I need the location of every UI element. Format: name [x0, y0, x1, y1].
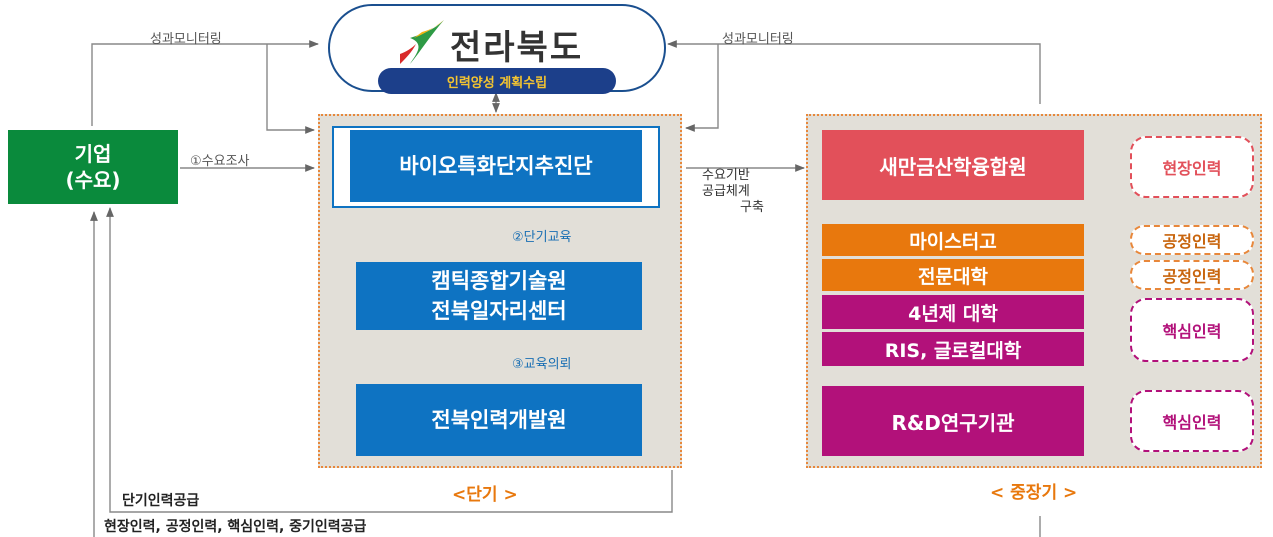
hrd-box: 전북인력개발원	[356, 384, 642, 456]
company-label: 기업	[74, 142, 112, 166]
monitoring-left-line	[91, 40, 319, 126]
long-supply-label: 현장인력, 공정인력, 핵심인력, 중기인력공급	[104, 519, 367, 535]
header-logo-oval: 전라북도 인력양성 계획수립	[328, 4, 666, 94]
ris-glocal-box: RIS, 글로컬대학	[822, 332, 1084, 366]
long-term-period-label: < 중장기 >	[990, 483, 1078, 503]
step2-label: ②단기교육	[512, 230, 572, 245]
saemangeum-box: 새만금산학융합원	[822, 130, 1084, 200]
camtic-label: 캠틱종합기술원	[431, 269, 567, 293]
header-to-short-line	[266, 44, 315, 134]
process-workforce-badge-2: 공정인력	[1130, 260, 1254, 290]
camtic-box: 캠틱종합기술원 전북일자리센터	[356, 262, 642, 330]
process-workforce-badge-1: 공정인력	[1130, 225, 1254, 255]
note-line-2: 공급체계	[702, 184, 750, 199]
meister-box: 마이스터고	[822, 224, 1084, 256]
step3-label: ③교육의뢰	[512, 357, 572, 372]
logo-text: 전라북도	[450, 28, 584, 68]
monitoring-right-label: 성과모니터링	[722, 32, 794, 47]
demand-supply-note: 수요기반 공급체계 구축	[700, 168, 792, 216]
short-term-period-label: <단기 >	[452, 485, 518, 505]
header-subtitle: 인력양성 계획수립	[378, 68, 616, 94]
bio-cluster-box: 바이오특화단지추진단	[350, 130, 642, 202]
college-box: 전문대학	[822, 259, 1084, 291]
company-demand-box: 기업 (수요)	[8, 130, 178, 204]
jeonbuk-logo-icon	[400, 20, 444, 64]
core-workforce-badge-2: 핵심인력	[1130, 390, 1254, 452]
company-demand-label: (수요)	[65, 168, 121, 192]
step1-label: ①수요조사	[190, 154, 250, 169]
rnd-box: R&D연구기관	[822, 386, 1084, 456]
note-line-1: 수요기반	[702, 168, 750, 183]
right-to-short-line	[685, 44, 719, 132]
field-workforce-badge: 현장인력	[1130, 136, 1254, 198]
monitoring-left-label: 성과모니터링	[150, 32, 222, 47]
monitoring-right-line	[667, 40, 1041, 104]
university-box: 4년제 대학	[822, 295, 1084, 329]
short-supply-label: 단기인력공급	[122, 493, 200, 509]
note-line-3: 구축	[740, 200, 764, 215]
job-center-label: 전북일자리센터	[431, 299, 567, 323]
short-supply-line	[106, 207, 673, 513]
core-workforce-badge-1: 핵심인력	[1130, 298, 1254, 362]
